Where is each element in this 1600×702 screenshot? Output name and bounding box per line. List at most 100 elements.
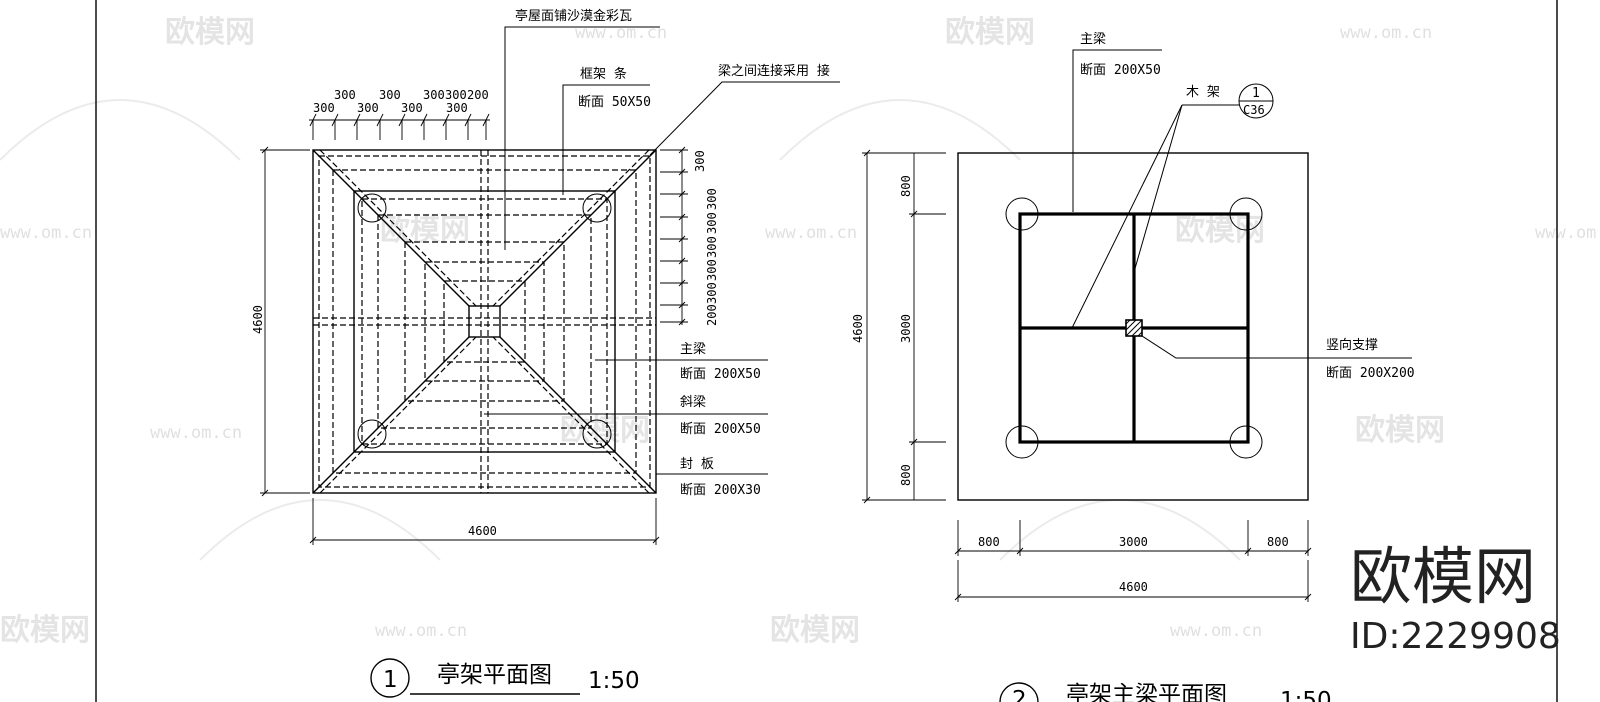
plan2-column <box>1005 197 1039 231</box>
plan1-callout-frame-sec: 断面 50X50 <box>578 95 651 110</box>
plan2-dim-left-label: 800 <box>899 175 913 197</box>
plan2-label-vertical: 竖向支撑 <box>1326 337 1378 353</box>
plan1-ring-1 <box>332 169 637 474</box>
plan1-dim-overall-h: 4600 <box>251 305 265 334</box>
watermark-url: www.om.cn <box>1535 223 1600 243</box>
plan2-label-wood-frame: 木 架 <box>1186 85 1220 100</box>
plan1-dim-top-lower: 300 <box>357 101 379 115</box>
plan1-ring-6 <box>424 261 545 382</box>
plan1-slant-beam <box>492 336 650 494</box>
plan1-slant-beam <box>319 149 477 307</box>
plan1-callout-roof: 亭屋面铺沙漠金彩瓦 <box>515 8 632 24</box>
watermark-layer: 欧模网 欧模网 欧模网 欧模网 欧模网 欧模网 欧模网 欧模网 www.om.c… <box>0 15 1600 648</box>
plan1-slant-beam <box>312 149 470 307</box>
watermark-url: www.om.cn <box>1340 23 1432 43</box>
plan1-center-post <box>468 305 501 338</box>
watermark-url: www.om.cn <box>1170 621 1262 641</box>
plan1-dim-top-lower: 300 <box>401 101 423 115</box>
plan2-dim-bottom-label: 800 <box>1267 535 1289 549</box>
watermark-arc <box>199 499 441 561</box>
plan1-seal-board <box>318 155 651 488</box>
plan1-dim-right-label: 300 <box>705 259 719 281</box>
plan1-dim-top-upper: 300 <box>334 88 356 102</box>
plan2-title-no: 2 <box>1012 687 1027 702</box>
plan1-dim-right-label: 300 <box>705 212 719 234</box>
plan1-dim-right-ticks <box>660 146 688 326</box>
corner-watermark-id: ID:2229908 <box>1350 616 1561 657</box>
plan1-dim-overall-w: 4600 <box>468 524 497 538</box>
plan1-label-main-beam-sec: 断面 200X50 <box>680 367 761 382</box>
plan1-ring-2 <box>353 190 616 453</box>
plan2-label-main-beam-sec: 断面 200X50 <box>1080 63 1161 78</box>
watermark-brand: 欧模网 <box>945 15 1035 50</box>
plan1-title-no: 1 <box>383 667 398 693</box>
watermark-url: www.om.cn <box>575 23 667 43</box>
plan1-dim-right-label: 300 <box>705 188 719 210</box>
plan1-dim-right-label: 300 <box>705 236 719 258</box>
plan1-slant-beam <box>499 336 657 494</box>
plan1-dim-top-upper: 300 <box>423 88 445 102</box>
plan1-ring-5 <box>404 241 565 402</box>
plan2-detail-no: 1 <box>1252 86 1260 101</box>
plan1-callout-joint: 梁之间连接采用 接 <box>718 63 830 79</box>
plan1-column <box>357 193 387 223</box>
plan1-title: 亭架平面图 <box>437 662 552 688</box>
plan1-label-slant-beam: 斜梁 <box>680 395 706 410</box>
watermark-url: www.om.cn <box>375 621 467 641</box>
plan1-slant-beam <box>319 336 477 494</box>
plan2-scale: 1:50 <box>1280 688 1332 702</box>
plan2-outer-edge <box>957 152 1309 501</box>
plan1-dim-right-label: 300 <box>693 150 707 172</box>
plan1-callout-frame: 框架 条 <box>580 66 627 82</box>
watermark-brand: 欧模网 <box>165 15 255 50</box>
plan1-label-slant-beam-sec: 断面 200X50 <box>680 422 761 437</box>
plan2-column <box>1229 425 1263 459</box>
plan1-slant-beam <box>499 149 657 307</box>
plan1-dim-right-label: 300 <box>705 282 719 304</box>
plan1-dim-top-lower: 300 <box>446 101 468 115</box>
plan2-label-vertical-sec: 断面 200X200 <box>1326 366 1415 381</box>
plan2-label-main-beam: 主梁 <box>1080 32 1106 47</box>
plan1-column <box>582 419 612 449</box>
plan1-dim-right-label: 200 <box>705 304 719 326</box>
plan1-scale: 1:50 <box>588 668 640 694</box>
plan1-outer-edge <box>312 149 657 494</box>
plan1-leader-frame <box>562 84 650 195</box>
plan2-leader-wood-frame <box>1071 104 1183 329</box>
plan2-main-beam-plan: 主梁 断面 200X50 木 架 1 C36 竖向支撑 断面 200X200 4… <box>851 32 1415 702</box>
plan1-column <box>357 419 387 449</box>
plan1-label-seal-board: 封 板 <box>680 457 714 472</box>
plan1-leader-joint <box>649 81 840 156</box>
watermark-brand: 欧模网 <box>1355 413 1445 448</box>
plan2-dim-left-label: 3000 <box>899 314 913 343</box>
watermark-brand: 欧模网 <box>1175 213 1265 248</box>
corner-watermark-brand: 欧模网 <box>1350 540 1536 613</box>
plan1-title-circle <box>370 658 410 698</box>
watermark-url: www.om.cn <box>150 423 242 443</box>
watermark-url: www.om.cn <box>0 223 92 243</box>
watermark-arc <box>0 99 241 161</box>
plan2-leader-vertical <box>1141 335 1412 359</box>
plan1-label-seal-board-sec: 断面 200X30 <box>680 483 761 498</box>
watermark-brand: 欧模网 <box>770 613 860 648</box>
plan2-title-circle <box>999 682 1039 702</box>
plan2-column <box>1005 425 1039 459</box>
plan2-dim-left-total-label: 4600 <box>851 314 865 343</box>
plan1-leader-roof <box>504 26 660 250</box>
plan1-pavilion-frame-plan: 300 300 300 300 200 300 300 300 300 300 … <box>251 8 840 698</box>
plan1-column <box>582 193 612 223</box>
plan2-dim-bottom-label: 3000 <box>1119 535 1148 549</box>
plan2-dim-left-label: 800 <box>899 464 913 486</box>
plan1-label-main-beam: 主梁 <box>680 342 706 357</box>
plan2-leader-main-beam <box>1072 49 1162 212</box>
plan1-dim-top-upper: 300 <box>379 88 401 102</box>
plan1-ring-3 <box>361 198 608 445</box>
plan1-dim-top-ticks <box>309 113 490 140</box>
plan2-column <box>1229 197 1263 231</box>
plan1-dim-top-upper: 300 <box>445 88 467 102</box>
plan1-dim-top-lower: 300 <box>313 101 335 115</box>
plan2-dim-bottom-total-label: 4600 <box>1119 580 1148 594</box>
plan1-slant-beam <box>312 336 470 494</box>
plan2-title: 亭架主梁平面图 <box>1066 682 1227 702</box>
watermark-brand: 欧模网 <box>0 613 90 648</box>
